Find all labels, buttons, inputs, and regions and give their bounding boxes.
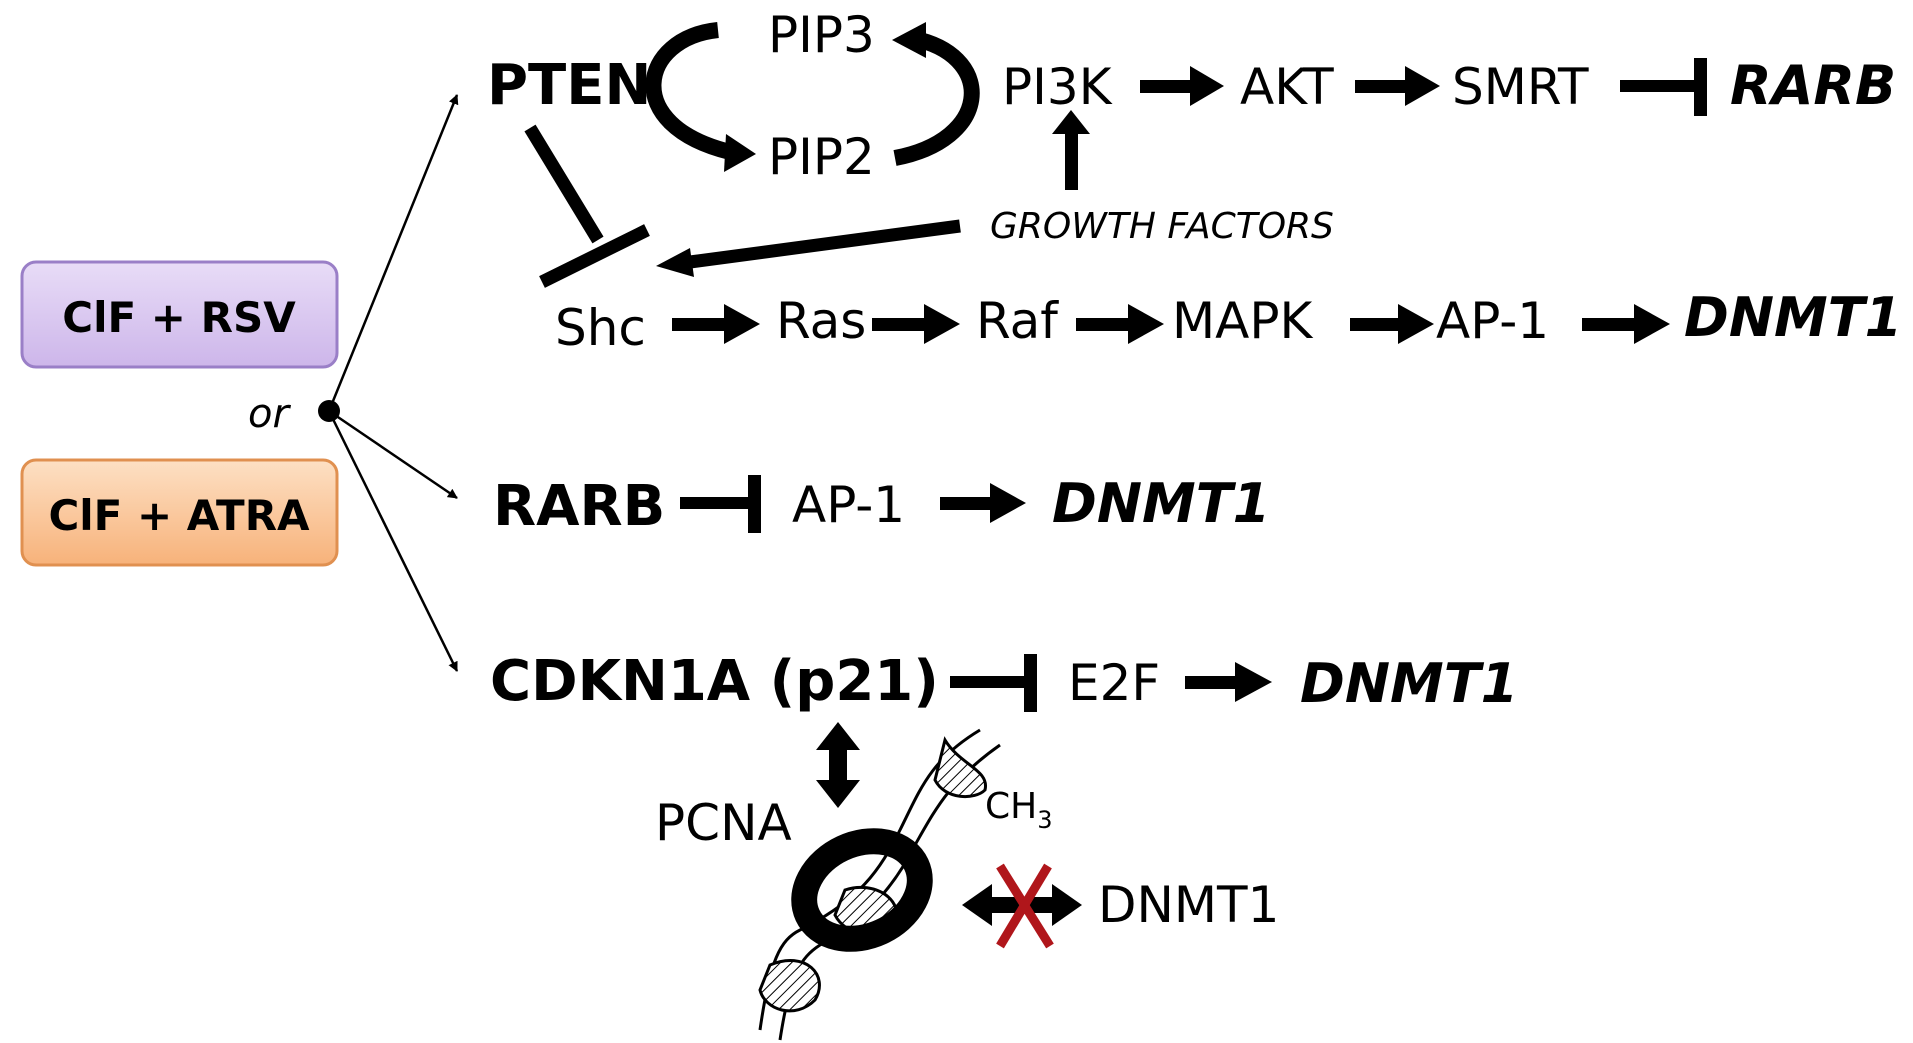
ras-label: Ras (776, 292, 866, 350)
inhibit-pten-shc (524, 124, 650, 288)
pi3k-curved-arrowhead (892, 22, 926, 58)
mapk-label: MAPK (1172, 292, 1313, 350)
pcna-label: PCNA (655, 794, 792, 852)
arrow-pi3k-akt (1140, 66, 1224, 106)
rarb-target-label: RARB (1730, 54, 1896, 117)
dna-helix-icon (758, 728, 1001, 1041)
pi3k-label: PI3K (1002, 58, 1113, 116)
rarb-label: RARB (493, 474, 665, 539)
arrow-ap1-dnmt1-row3 (940, 483, 1026, 523)
arrow-ras-raf (872, 304, 960, 344)
treatment-atra-label: ClF + ATRA (48, 491, 310, 540)
pten-curved-arrowhead (724, 134, 756, 172)
dnmt1-blocked-label: DNMT1 (1098, 876, 1279, 934)
double-arrow-cdkn1a-pcna (816, 722, 860, 808)
inhibit-cdkn1a-e2f (950, 654, 1037, 712)
pip2-label: PIP2 (768, 128, 875, 186)
cdkn1a-label: CDKN1A (p21) (490, 649, 939, 714)
treatment-atra-box: ClF + ATRA (20, 458, 339, 567)
branch-arrow-rarb (328, 409, 458, 500)
growth-factors-label: GROWTH FACTORS (990, 206, 1334, 247)
treatment-rsv-label: ClF + RSV (62, 293, 296, 342)
shc-label: Shc (555, 299, 646, 357)
dnmt1-target-row4: DNMT1 (1300, 652, 1518, 715)
branch-arrow-cdkn1a (327, 410, 459, 672)
pten-label: PTEN (487, 53, 651, 118)
ap1-label-row3: AP-1 (792, 476, 905, 534)
arrow-ap1-dnmt1-row2 (1582, 304, 1670, 344)
arrow-shc-ras (672, 304, 760, 344)
arrow-raf-mapk (1076, 304, 1164, 344)
ch3-label: CH3 (985, 786, 1053, 834)
arrow-mapk-ap1 (1350, 304, 1434, 344)
pcna-ring-icon (791, 828, 933, 952)
dnmt1-target-row3: DNMT1 (1052, 472, 1270, 535)
ch3-subscript: 3 (1037, 806, 1052, 834)
treatment-rsv-box: ClF + RSV (20, 260, 339, 369)
branch-arrow-pten (327, 94, 459, 412)
pi3k-curved-arrow (893, 32, 980, 166)
dnmt1-target-row2: DNMT1 (1684, 286, 1902, 349)
inhibit-smrt-rarb (1620, 58, 1707, 116)
akt-label: AKT (1240, 58, 1334, 116)
arrow-growth-factors-pi3k (1052, 110, 1090, 190)
arrow-akt-smrt (1355, 66, 1440, 106)
pip3-label: PIP3 (768, 6, 875, 64)
e2f-label: E2F (1068, 654, 1160, 712)
arrow-growth-factors-shc (656, 219, 961, 277)
blocked-x-icon (996, 863, 1054, 949)
inhibit-rarb-ap1 (680, 475, 761, 533)
or-connector-label: or (248, 391, 291, 437)
arrow-e2f-dnmt1 (1185, 662, 1272, 702)
ap1-label-row2: AP-1 (1436, 292, 1549, 350)
raf-label: Raf (976, 292, 1059, 350)
smrt-label: SMRT (1452, 58, 1589, 116)
pten-curved-arrow (645, 22, 732, 160)
